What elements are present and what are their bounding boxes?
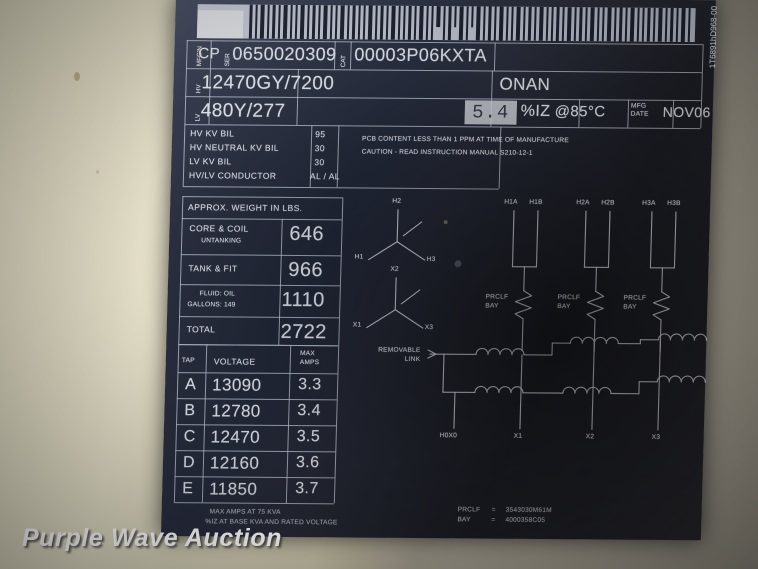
terminal-x2: X2 [585,433,595,441]
terminal-h2b: H2B [601,199,615,207]
lv-winding-upper [443,333,707,356]
removable-link-label: REMOVABLE LINK [378,346,421,364]
lv-vector-diagram [366,277,424,329]
vector-hv-left: H1 [354,253,364,261]
lv-winding-lower [442,375,706,395]
coil-label-phase2: PRCLF BAY [557,293,580,311]
removable-link-line2: LINK [404,355,421,363]
lv-neutral-and-drops [427,339,661,431]
connection-diagram [366,209,707,431]
terminal-h3a: H3A [642,199,656,207]
terminal-x3: X3 [651,433,661,441]
transformer-nameplate: MFG'N CP SER 0650020309 CAT 00003P06KXTA… [160,0,719,541]
coil-bay-text: BAY [557,303,571,311]
coil-prclf-text: PRCLF [623,294,647,302]
watermark: Purple Wave Auction [22,524,283,552]
terminal-h0x0: H0X0 [439,432,458,440]
coil-label-phase3: PRCLF BAY [623,294,646,312]
coil-prclf-text: PRCLF [485,293,509,301]
terminal-h3b: H3B [667,199,681,208]
vector-lv-top: X2 [390,265,399,273]
coil-label-phase1: PRCLF BAY [485,292,508,310]
vector-lv-right: X3 [424,324,434,332]
coil-prclf-text: PRCLF [557,294,581,302]
vector-hv-right: H3 [426,256,436,264]
terminal-x1: X1 [513,432,523,440]
removable-link-line1: REMOVABLE [378,346,421,354]
vector-hv-top: H2 [392,197,402,205]
dust-speck [96,170,99,174]
dust-speck [74,72,80,81]
hv-schematic [511,210,677,353]
terminal-h2a: H2A [576,199,590,207]
coil-bay-text: BAY [485,302,499,310]
vector-lv-left: X1 [352,321,362,329]
hv-vector-diagram [368,209,426,261]
terminal-h1a: H1A [504,198,518,206]
coil-bay-text: BAY [623,303,637,311]
terminal-h1b: H1B [529,198,543,206]
